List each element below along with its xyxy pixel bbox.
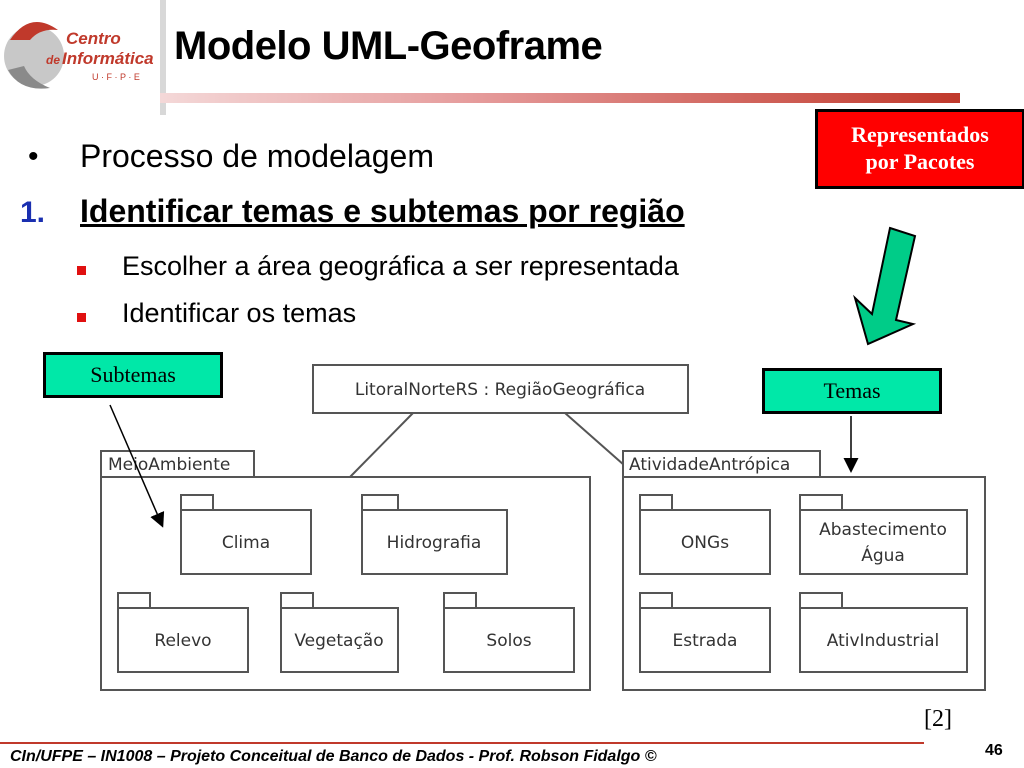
footer-divider [0, 742, 924, 744]
class-solos-label: Solos [486, 631, 531, 651]
subitem-2: Identificar os temas [122, 298, 357, 328]
square-bullet-icon [77, 266, 86, 275]
package-right-name: AtividadeAntrópica [629, 455, 790, 475]
class-ongs-box [639, 509, 771, 575]
root-object-label: LitoralNorteRS : RegiãoGeográfica [355, 380, 645, 400]
class-estrada-tab [639, 592, 673, 609]
root-to-left-line [349, 412, 414, 478]
class-vegetacao-tab [280, 592, 314, 609]
temas-callout: Temas [762, 368, 942, 414]
class-solos-box [443, 607, 575, 673]
package-left-name: MeioAmbiente [108, 455, 230, 475]
step-number: 1. [20, 196, 46, 229]
package-right-tab [622, 450, 821, 478]
class-ativindustrial-label: AtivIndustrial [827, 631, 940, 651]
class-abastecimento-label-line1: Abastecimento [819, 520, 947, 540]
logo-line3: U · F · P · E [92, 72, 140, 82]
class-vegetacao-label: Vegetação [294, 631, 383, 651]
class-relevo-tab [117, 592, 151, 609]
class-ongs-label: ONGs [681, 533, 729, 553]
packages-callout-line1: Representados [851, 122, 989, 147]
class-abastecimento-tab [799, 494, 843, 511]
subtemas-callout: Subtemas [43, 352, 223, 398]
package-left-tab [100, 450, 255, 478]
bullet-text: Processo de modelagem [80, 138, 434, 174]
green-arrow-icon [853, 226, 917, 346]
class-clima-label: Clima [222, 533, 270, 553]
logo-line2: Informática [62, 49, 154, 68]
page-number: 46 [985, 742, 1003, 759]
logo-line1: Centro [66, 29, 121, 48]
class-vegetacao-box [280, 607, 399, 673]
root-to-right-line [564, 412, 625, 466]
class-hidrografia-label: Hidrografia [387, 533, 482, 553]
packages-callout-line2: por Pacotes [865, 149, 975, 174]
centro-informatica-logo: Centro de Informática U · F · P · E [0, 0, 160, 110]
slide-title: Modelo UML-Geoframe [174, 24, 603, 68]
subtemas-pointer-arrow [109, 404, 165, 528]
class-ongs-tab [639, 494, 673, 511]
class-clima-box [180, 509, 312, 575]
bullet-symbol: • [28, 140, 39, 173]
title-divider [160, 0, 166, 115]
class-estrada-box [639, 607, 771, 673]
class-ativindustrial-tab [799, 592, 843, 609]
class-hidrografia-box [361, 509, 508, 575]
subitem-1: Escolher a área geográfica a ser represe… [122, 251, 679, 281]
class-abastecimento-box [799, 509, 968, 575]
package-left-body [100, 476, 591, 691]
class-relevo-label: Relevo [154, 631, 211, 651]
class-solos-tab [443, 592, 477, 609]
square-bullet-icon [77, 313, 86, 322]
temas-callout-text: Temas [823, 378, 881, 403]
subtemas-callout-text: Subtemas [90, 362, 176, 387]
logo-line2-prefix: de [46, 53, 60, 67]
root-object-box [312, 364, 689, 414]
class-relevo-box [117, 607, 249, 673]
footer-text: CIn/UFPE – IN1008 – Projeto Conceitual d… [10, 748, 657, 765]
class-hidrografia-tab [361, 494, 399, 511]
step-heading: Identificar temas e subtemas por região [80, 193, 685, 229]
title-underline [160, 93, 960, 103]
class-estrada-label: Estrada [673, 631, 738, 651]
reference-label: [2] [924, 706, 952, 732]
class-abastecimento-label-line2: Água [861, 544, 905, 566]
class-ativindustrial-box [799, 607, 968, 673]
package-right-body [622, 476, 986, 691]
class-clima-tab [180, 494, 214, 511]
